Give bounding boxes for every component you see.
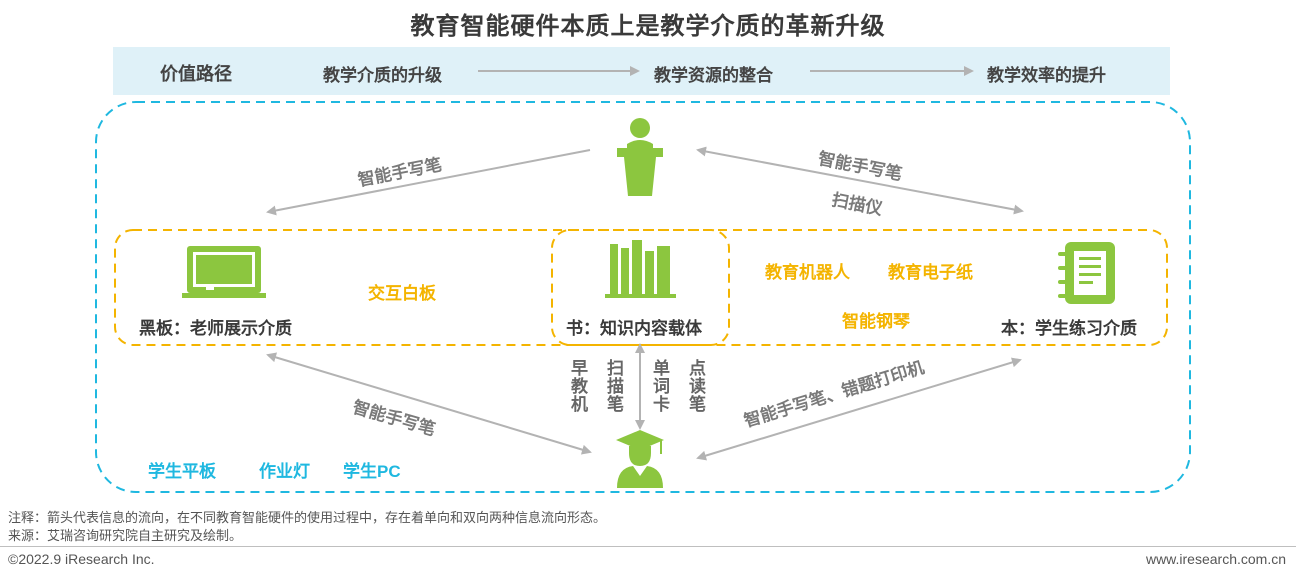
device-early-learning-machine: 早教机 [568, 359, 587, 413]
arrow-blackboard-student [266, 352, 592, 455]
value-path-step-1: 教学介质的升级 [323, 66, 442, 85]
device-education-robot: 教育机器人 [765, 263, 850, 282]
device-student-tablet: 学生平板 [148, 462, 216, 481]
arrow-teacher-to-blackboard [266, 149, 591, 216]
value-path-step-2: 教学资源的整合 [654, 66, 773, 85]
arrow-teacher-notebook [696, 146, 1024, 215]
media-frame [114, 229, 1168, 346]
value-path-banner: 价值路径 教学介质的升级 教学资源的整合 教学效率的提升 [113, 47, 1170, 95]
book-label: 书：知识内容载体 [566, 319, 702, 338]
value-path-label: 价值路径 [160, 64, 232, 84]
device-scan-pen: 扫描笔 [604, 359, 623, 413]
page-title: 教育智能硬件本质上是教学介质的革新升级 [410, 13, 886, 40]
device-word-card: 单词卡 [650, 359, 669, 413]
device-homework-lamp: 作业灯 [259, 462, 310, 481]
arrow-student-notebook [696, 357, 1022, 461]
footnote: 注释：箭头代表信息的流向，在不同教育智能硬件的使用过程中，存在着单向和双向两种信… [8, 510, 607, 525]
device-reading-pen: 点读笔 [686, 359, 705, 413]
outer-frame [95, 101, 1191, 493]
notebook-icon [1058, 242, 1115, 304]
graduate-student-icon [616, 430, 664, 488]
device-education-epaper: 教育电子纸 [888, 263, 973, 282]
podium-teacher-icon [617, 118, 663, 196]
device-student-pc: 学生PC [343, 462, 401, 481]
device-smart-piano: 智能钢琴 [842, 312, 910, 331]
blackboard-label: 黑板：老师展示介质 [139, 319, 292, 338]
books-icon [605, 240, 676, 298]
device-interactive-whiteboard: 交互白板 [368, 284, 436, 303]
source-note: 来源：艾瑞咨询研究院自主研究及绘制。 [8, 528, 243, 543]
copyright: ©2022.9 iResearch Inc. [8, 551, 155, 567]
blackboard-icon [182, 246, 266, 298]
value-path-step-3: 教学效率的提升 [987, 66, 1106, 85]
notebook-label: 本：学生练习介质 [1001, 319, 1137, 338]
footer-divider [0, 546, 1296, 547]
website-link[interactable]: www.iresearch.com.cn [1145, 551, 1286, 567]
